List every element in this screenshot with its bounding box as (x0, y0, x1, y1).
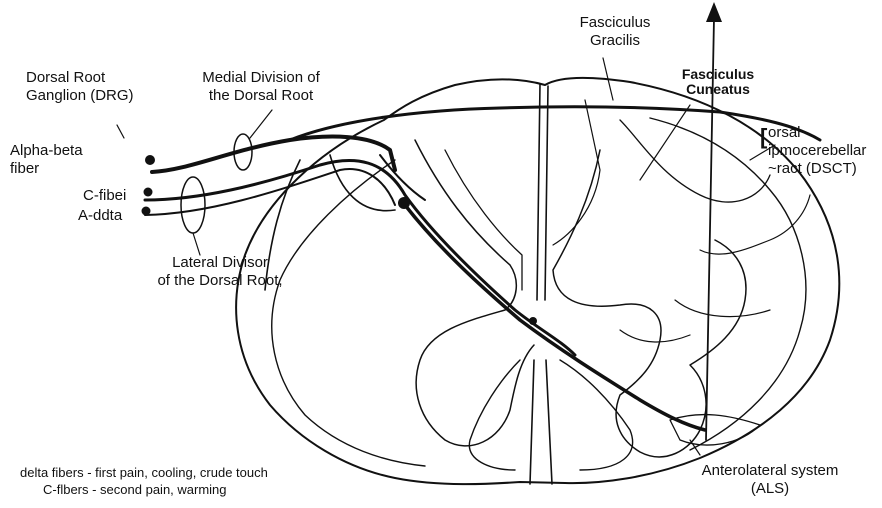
label-drg-line1: Dorsal Root (26, 69, 134, 87)
central-canal-node (529, 317, 537, 325)
label-lateral-division: Lateral Divisor of the Dorsal Root, (150, 254, 290, 290)
label-alpha-beta-line2: fiber (10, 160, 83, 178)
lateral-region-lines (620, 195, 810, 342)
leader-als (690, 440, 700, 455)
label-fasciculus-gracilis-line2: Gracilis (560, 32, 670, 50)
legend-line-delta: delta fibers - first pain, cooling, crud… (20, 464, 340, 481)
label-c-fiber: C-fibei (83, 187, 126, 205)
label-dsct: orsal ipmocerebellar ~ract (DSCT) (768, 124, 866, 178)
als-crossing-path (405, 205, 705, 430)
ascending-arrowhead (706, 2, 722, 22)
label-a-delta: A-ddta (78, 207, 122, 225)
lateral-loop (670, 415, 760, 445)
a-delta-cell-body (142, 207, 151, 216)
label-medial-division: Medial Division of the Dorsal Root (186, 69, 336, 105)
ventral-horn-right (560, 360, 633, 470)
label-fasciculus-cuneatus: Fasciculus Cuneatus (668, 67, 768, 97)
label-fasciculus-gracilis: Fasciculus Gracilis (560, 14, 670, 50)
legend-line-c: C-flbers - second pain, warming (20, 481, 340, 498)
label-als-line1: Anterolateral system (670, 462, 870, 480)
gray-matter-right-dorsal (620, 120, 770, 202)
ventral-horn-left (469, 360, 520, 470)
gray-matter-left (415, 140, 534, 446)
label-dorsal-root-ganglion: Dorsal Root Ganglion (DRG) (26, 69, 134, 105)
leader-drg (117, 125, 124, 138)
legend: delta fibers - first pain, cooling, crud… (20, 464, 340, 498)
label-dsct-line3: ~ract (DSCT) (768, 160, 866, 178)
label-dsct-line2: ipmocerebellar (768, 142, 866, 160)
dorsal-horn-node (398, 197, 410, 209)
ventral-median-fissure (530, 360, 552, 484)
label-als-line2: (ALS) (670, 480, 870, 498)
label-dsct-line1: orsal (768, 124, 866, 142)
label-alpha-beta-line1: Alpha-beta (10, 142, 83, 160)
dorsal-median-sulcus (537, 84, 548, 300)
label-lateral-division-line2: of the Dorsal Root, (150, 272, 290, 290)
label-medial-division-line2: the Dorsal Root (186, 87, 336, 105)
c-fiber-cell-body (144, 188, 153, 197)
lateral-division-ellipse (181, 177, 205, 233)
gray-matter-right (553, 150, 746, 457)
leader-medial (250, 110, 272, 138)
alpha-beta-cell-body (145, 155, 155, 165)
alpha-beta-fiber-path (152, 137, 395, 172)
label-fasciculus-cuneatus-line2: Cuneatus (668, 82, 768, 97)
label-fasciculus-cuneatus-line1: Fasciculus (668, 67, 768, 82)
label-drg-line2: Ganglion (DRG) (26, 87, 134, 105)
leader-cuneatus (640, 105, 690, 180)
label-medial-division-line1: Medial Division of (186, 69, 336, 87)
label-alpha-beta-fiber: Alpha-beta fiber (10, 142, 83, 178)
leader-lateral (193, 233, 200, 255)
gray-matter-left-inner (445, 150, 522, 290)
medial-division-path (290, 107, 820, 140)
label-fasciculus-gracilis-line1: Fasciculus (560, 14, 670, 32)
label-dsct-bracket: [ (760, 126, 767, 148)
label-lateral-division-line1: Lateral Divisor (150, 254, 290, 272)
label-anterolateral-system: Anterolateral system (ALS) (670, 462, 870, 498)
